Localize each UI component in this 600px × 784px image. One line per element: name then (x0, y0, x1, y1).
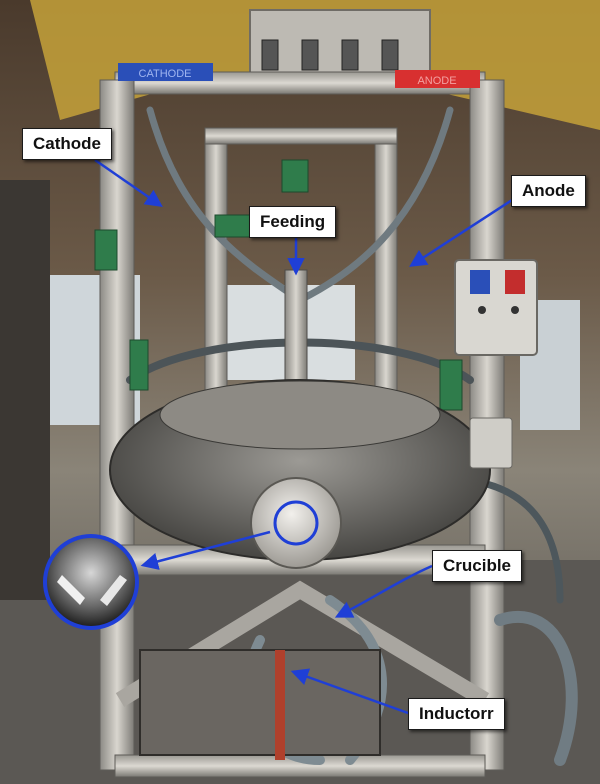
cathode-callout: Cathode (22, 128, 112, 160)
anode-arrow (409, 198, 513, 267)
cathode-label: Cathode (33, 134, 101, 153)
crucible-callout: Crucible (432, 550, 523, 582)
anode-plate (395, 70, 480, 88)
cathode-plate (118, 63, 213, 81)
feeding-callout: Feeding (249, 206, 337, 238)
closeup-electrode-right (100, 575, 127, 606)
anode-callout: Anode (511, 175, 586, 207)
inset-arrow (140, 530, 271, 570)
crucible-arrow (334, 564, 433, 618)
crucible-flange (250, 477, 342, 569)
cathode-plate-text: CATHODE (139, 68, 192, 80)
inductor-copper-pipe (275, 650, 285, 760)
crucible-port-ring (273, 500, 319, 546)
reactor-lid (159, 380, 441, 450)
feeding-label: Feeding (260, 212, 326, 231)
inductor-coil (139, 649, 381, 756)
terminal-connectors (261, 39, 399, 71)
green-connectors (94, 159, 463, 411)
control-indicator-left (478, 306, 486, 314)
anode-label: Anode (522, 181, 575, 200)
frame-inner-top-beam (204, 127, 398, 145)
control-switch-red (505, 270, 525, 294)
left-wall-cabinet (0, 180, 50, 600)
closeup-inset (43, 534, 139, 630)
control-box-lower (469, 417, 513, 469)
crucible-label: Crucible (443, 556, 512, 575)
inductor-label: Inductorr (419, 704, 494, 723)
callout-arrows (94, 158, 513, 715)
inductor-callout: Inductorr (408, 698, 505, 730)
inductor-arrow (290, 668, 409, 715)
control-switch-blue (470, 270, 490, 294)
anode-plate-text: ANODE (417, 75, 456, 87)
control-indicator-right (511, 306, 519, 314)
cathode-arrow (94, 158, 163, 207)
closeup-electrode-left (57, 575, 85, 605)
